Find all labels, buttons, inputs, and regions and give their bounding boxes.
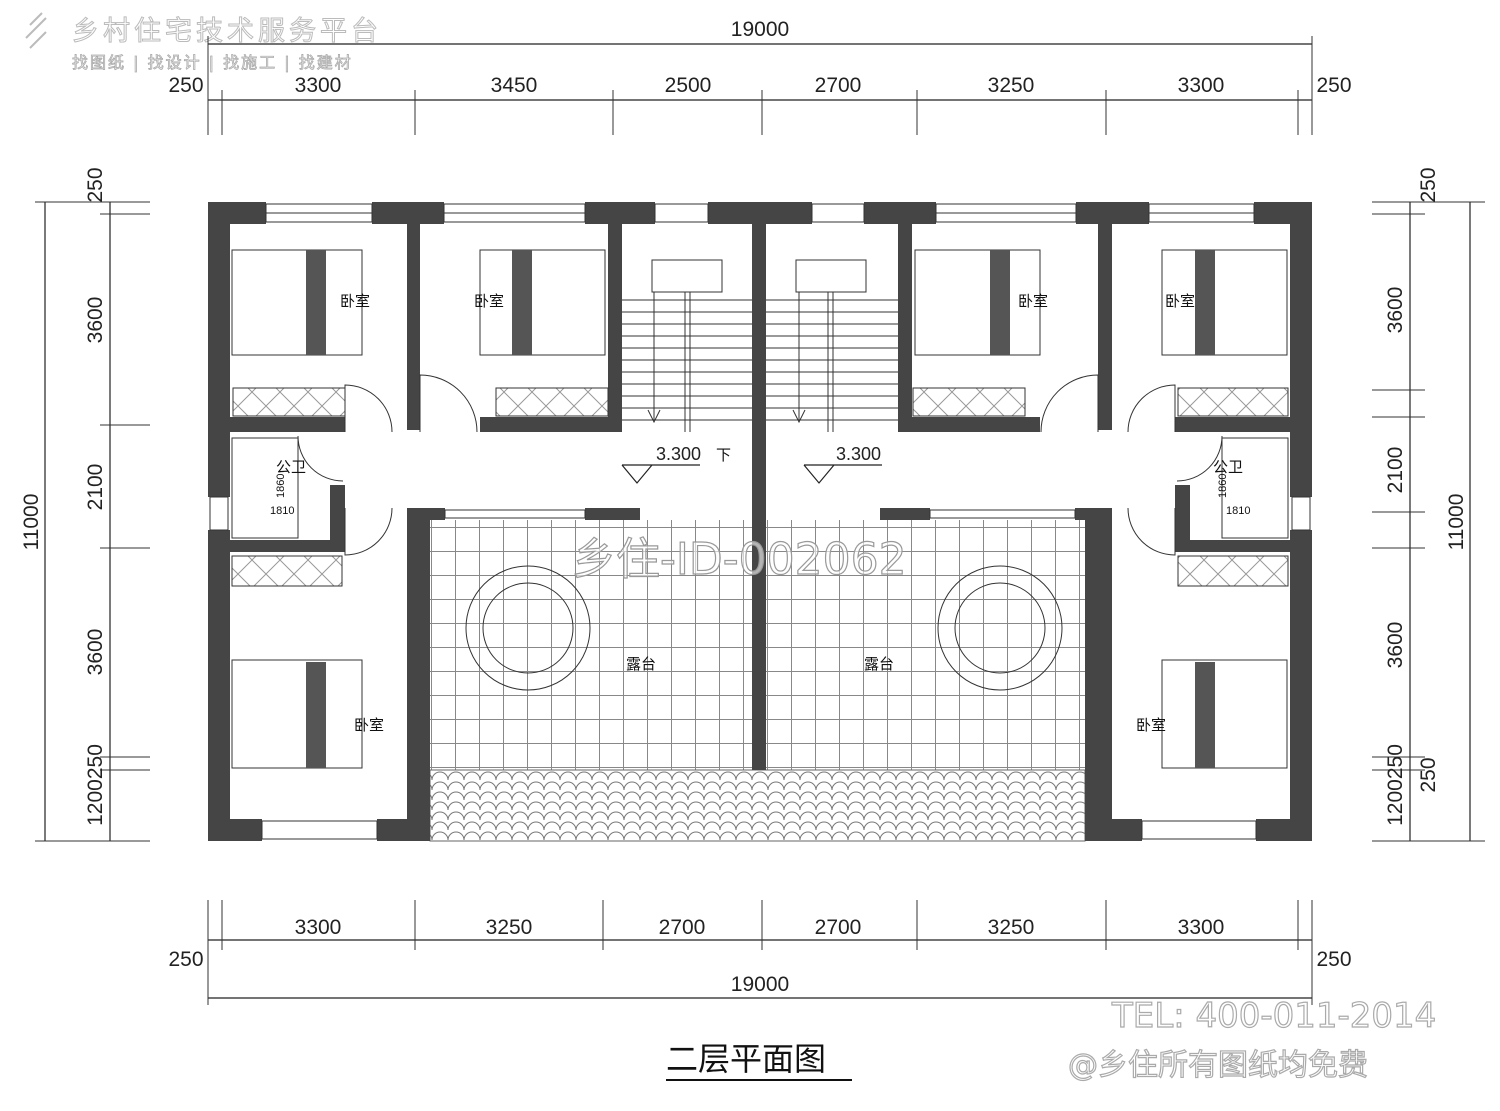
- room-label-bedroom: 卧室: [474, 292, 504, 310]
- dim-top: 2500: [665, 74, 712, 97]
- drawing-title: 二层平面图: [666, 1040, 826, 1078]
- stair-down-label: 下: [716, 446, 731, 464]
- room-label-terrace: 露台: [626, 655, 656, 673]
- windows: [209, 203, 1311, 840]
- dim-bottom: 3250: [988, 916, 1035, 939]
- room-label-bathroom: 公卫: [276, 458, 306, 476]
- logo-mark-icon: [25, 12, 47, 49]
- bath-dim-v: 1860: [1217, 474, 1229, 498]
- platform-logo: 乡村住宅技术服务平台 找图纸 | 找设计 | 找施工 | 找建材: [25, 12, 382, 72]
- top-dimensions: 19000 250 3300 3450 2500 2700 3250 3300 …: [168, 18, 1352, 135]
- level-markers: [621, 464, 882, 484]
- dim-bottom-edge: 250: [168, 948, 203, 971]
- watermark-id: 乡住-ID-002062: [572, 534, 907, 585]
- terrace-floor-right: [766, 520, 1085, 770]
- doors: [297, 374, 1223, 556]
- dim-top: 3300: [1178, 74, 1225, 97]
- dim-bottom: 3300: [295, 916, 342, 939]
- level-elevation: 3.300: [656, 444, 701, 464]
- dim-right: 3600: [1384, 287, 1407, 334]
- room-label-bedroom: 卧室: [1136, 716, 1166, 734]
- room-label-bathroom: 公卫: [1213, 458, 1243, 476]
- dim-left: 250: [84, 167, 107, 202]
- dim-left: 3600: [84, 297, 107, 344]
- bath-dim-h: 1810: [270, 505, 294, 517]
- logo-name: 乡村住宅技术服务平台: [72, 16, 382, 47]
- dim-bottom: 2700: [815, 916, 862, 939]
- stairs-left: [622, 259, 752, 432]
- dim-top: 250: [1316, 74, 1351, 97]
- bath-dim-h: 1810: [1226, 505, 1250, 517]
- contact-tel: TEL: 400-011-2014: [1111, 996, 1436, 1036]
- dim-left-total: 11000: [20, 494, 43, 551]
- walls: [208, 202, 1312, 841]
- dim-top: 250: [168, 74, 203, 97]
- contact-note: @乡住所有图纸均免费: [1068, 1048, 1368, 1083]
- dim-bottom: 2700: [659, 916, 706, 939]
- room-label-bedroom: 卧室: [1018, 292, 1048, 310]
- dim-top: 3250: [988, 74, 1035, 97]
- room-label-terrace: 露台: [864, 655, 894, 673]
- dim-top: 3300: [295, 74, 342, 97]
- dim-left: 3600: [84, 629, 107, 676]
- dim-bottom-total: 19000: [731, 973, 789, 996]
- dim-right: 250: [1417, 167, 1440, 202]
- dim-bottom: 3250: [486, 916, 533, 939]
- dim-right: 2100: [1384, 447, 1407, 494]
- dim-top: 2700: [815, 74, 862, 97]
- roof-tiles: [429, 769, 1086, 842]
- dim-bottom: 3300: [1178, 916, 1225, 939]
- logo-tagline: 找图纸 | 找设计 | 找施工 | 找建材: [72, 53, 353, 72]
- dim-left: 2100: [84, 464, 107, 511]
- dim-right-total: 11000: [1445, 494, 1468, 551]
- stairs-right: [766, 259, 898, 432]
- dim-right: 3600: [1384, 622, 1407, 669]
- furniture: [231, 249, 1289, 769]
- room-label-bedroom: 卧室: [1165, 292, 1195, 310]
- dim-top: 3450: [491, 74, 538, 97]
- dim-right: 250: [1417, 757, 1440, 792]
- dim-left: 1200250: [84, 744, 107, 826]
- room-labels: 卧室 卧室 卧室 卧室 卧室 卧室 公卫 公卫 露台 露台 1860 1860 …: [270, 292, 1250, 734]
- terrace-floor-left: [430, 520, 752, 770]
- bottom-dimensions: 3300 3250 2700 2700 3250 3300 250 250 19…: [168, 900, 1352, 1005]
- level-elevation: 3.300: [836, 444, 881, 464]
- dim-top-total: 19000: [731, 18, 789, 41]
- dim-right: 1200250: [1384, 744, 1407, 826]
- bath-dim-v: 1860: [275, 474, 287, 498]
- room-label-bedroom: 卧室: [340, 292, 370, 310]
- room-label-bedroom: 卧室: [354, 716, 384, 734]
- left-dimensions: 250 3600 2100 3600 1200250 11000: [20, 167, 150, 842]
- dim-bottom-edge: 250: [1316, 948, 1351, 971]
- right-dimensions: 250 3600 2100 3600 1200250 250 11000: [1372, 167, 1485, 842]
